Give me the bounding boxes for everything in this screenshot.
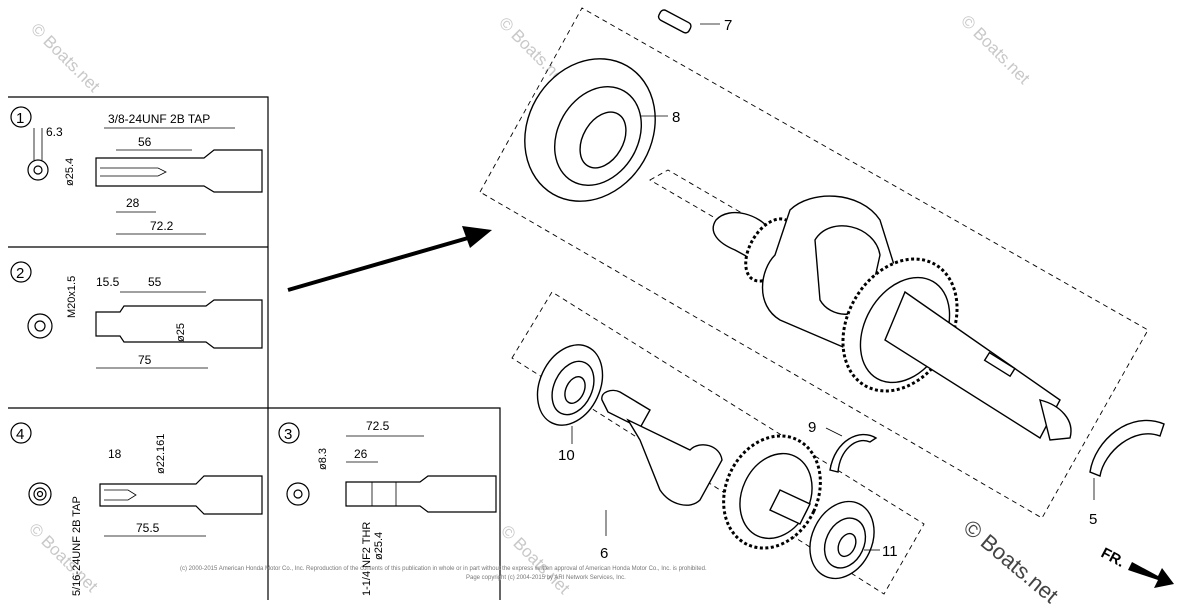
dim-dia-25-4: ø25.4 (373, 532, 385, 560)
part-11-bearing: 11 (809, 500, 898, 580)
fr-label: FR. (1098, 545, 1127, 571)
watermark-bottom-center: © Boats.net (497, 521, 574, 598)
dim-28: 28 (126, 196, 140, 210)
watermark-top-right: © Boats.net (957, 11, 1034, 88)
shaft-end-view (28, 482, 52, 506)
callout-6: 6 (600, 545, 608, 562)
callout-10: 10 (558, 447, 575, 464)
type-number: 3 (284, 426, 292, 443)
type-number-circle (278, 422, 300, 444)
part-8-bearing: 8 (524, 58, 680, 202)
watermark-bottom-right: © Boats.net (959, 515, 1063, 608)
callout-11: 11 (882, 543, 898, 560)
shaft-end-view (27, 313, 53, 339)
balancer-shaft (601, 389, 822, 550)
dim-6-3: 6.3 (46, 125, 63, 139)
watermark-top-left: © Boats.net (27, 19, 104, 96)
copyright-block: (c) 2000-2015 American Honda Motor Co., … (180, 566, 707, 581)
shaft-type-1: 1 6.3 3/8-24UNF 2B TAP 56 ø25.4 28 72.2 (10, 106, 263, 235)
callout-9: 9 (808, 419, 816, 436)
dim-dia-8-3: ø8.3 (317, 448, 329, 470)
shaft-type-2: 2 M20x1.5 15.5 55 ø25 75 (10, 261, 263, 369)
copyright-line-2: Page copyright (c) 2004-2015 by ARI Netw… (466, 575, 626, 581)
dim-18: 18 (108, 447, 122, 461)
dim-72-2: 72.2 (150, 219, 174, 233)
shaft-type-3: 3 72.5 ø8.3 26 ø25.4 1-1/4 NF2 THR (278, 419, 497, 596)
dim-tap-4: 5/16-24UNF 2B TAP (71, 496, 83, 596)
group-box-balancer (511, 291, 925, 595)
dim-tap-1: 3/8-24UNF 2B TAP (108, 112, 210, 126)
shaft-end-view (27, 159, 49, 181)
direction-arrow (287, 226, 492, 292)
part-10-bearing: 10 (536, 344, 604, 464)
dim-m20: M20x1.5 (66, 276, 78, 318)
dim-dia-22-161: ø22.161 (155, 434, 167, 474)
part-9-washer: 9 (808, 419, 878, 473)
dim-thread: 1-1/4 NF2 THR (361, 522, 373, 596)
dim-75-5: 75.5 (136, 521, 160, 535)
part-5-washer: 5 (1089, 419, 1165, 528)
callout-8: 8 (672, 109, 680, 126)
dim-55: 55 (148, 275, 162, 289)
crankshaft-assembly (649, 169, 1072, 441)
dim-56: 56 (138, 135, 152, 149)
type-number: 2 (16, 265, 24, 282)
part-7-key: 7 (657, 9, 732, 34)
watermark-bottom-left: © Boats.net (25, 519, 102, 596)
callout-7: 7 (724, 17, 732, 34)
shaft-end-view (286, 482, 310, 506)
dim-72-5: 72.5 (366, 419, 390, 433)
fr-direction-marker: FR. (1098, 545, 1174, 588)
callout-5: 5 (1089, 511, 1097, 528)
type-number: 4 (16, 426, 24, 443)
type-number-circle (10, 422, 32, 444)
type-number: 1 (16, 110, 24, 127)
dim-dia-25-4: ø25.4 (64, 158, 76, 186)
dim-75: 75 (138, 353, 152, 367)
dim-26: 26 (354, 447, 368, 461)
part-6-leader: 6 (600, 510, 608, 562)
copyright-line-1: (c) 2000-2015 American Honda Motor Co., … (180, 566, 707, 572)
dim-dia-25: ø25 (175, 323, 187, 342)
shaft-type-panel (8, 96, 501, 600)
fr-arrow-icon (1128, 562, 1174, 588)
type-number-circle (10, 106, 32, 128)
shaft-type-4: 4 5/16-24UNF 2B TAP 18 ø22.161 75.5 (10, 422, 263, 596)
dim-15-5: 15.5 (96, 275, 120, 289)
type-number-circle (10, 261, 32, 283)
